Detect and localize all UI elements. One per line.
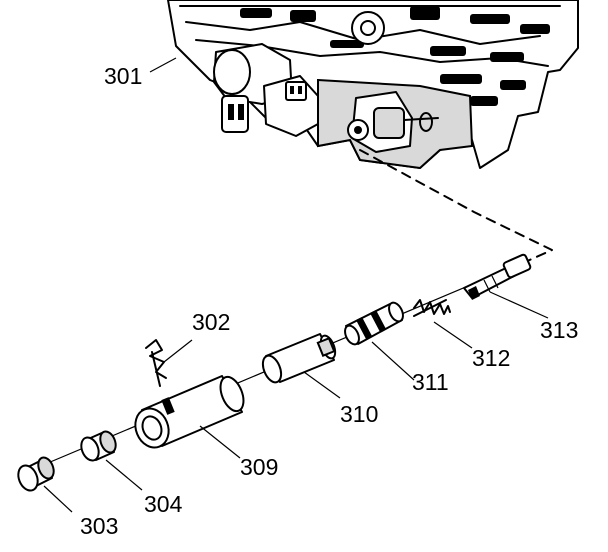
part-310 <box>261 333 341 399</box>
part-302 <box>145 339 193 387</box>
callout-313: 313 <box>540 317 578 343</box>
part-313 <box>463 253 549 319</box>
callout-309: 309 <box>240 454 278 480</box>
part-304 <box>80 430 143 491</box>
callout-312: 312 <box>472 345 510 371</box>
callout-301: 301 <box>104 63 142 89</box>
callout-302: 302 <box>192 309 230 335</box>
callout-310: 310 <box>340 401 378 427</box>
part-309 <box>134 375 245 459</box>
part-311 <box>344 301 415 381</box>
part-312 <box>413 299 473 349</box>
callout-303: 303 <box>80 513 118 539</box>
part-303 <box>17 456 73 513</box>
callout-311: 311 <box>412 369 449 395</box>
valve-body-assembly <box>149 0 579 170</box>
callout-304: 304 <box>144 491 183 517</box>
callout-301-leader <box>149 57 177 73</box>
assembly-axis <box>35 149 553 469</box>
